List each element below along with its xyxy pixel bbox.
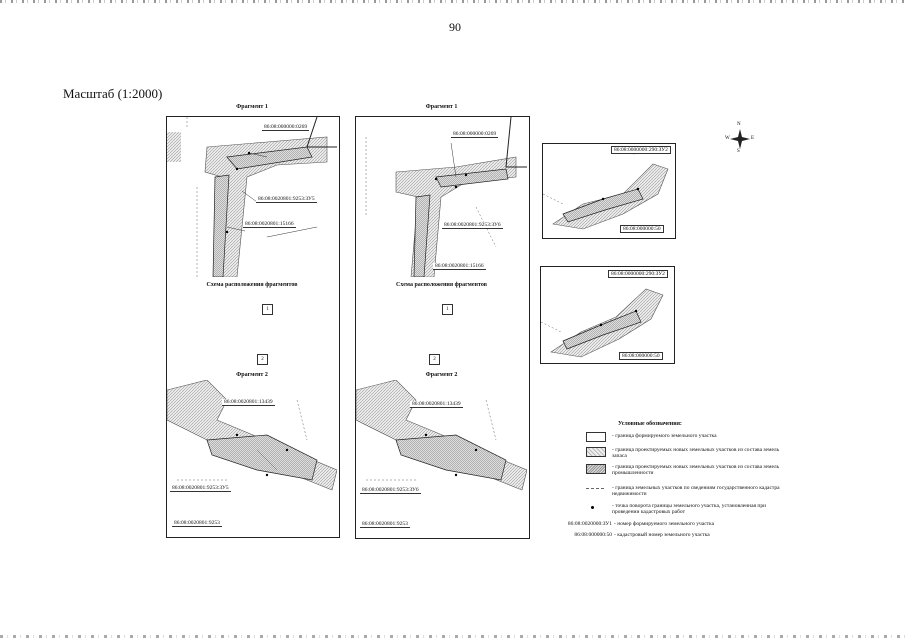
compass-rose-icon	[730, 129, 750, 149]
left-frag1-label-2: 86:08:0020801:9253:ЗУ5	[256, 196, 317, 203]
legend-item-6: - номер формируемого земельного участка	[614, 521, 715, 527]
compass-n: N	[737, 122, 741, 127]
right-bottom-label-2: 86:08:000000:50	[619, 352, 663, 360]
right-top-label-1: 86:08:0000000:290:ЗУ2	[611, 146, 671, 154]
mid-frag1-title: Фрагмент 1	[425, 104, 458, 110]
legend-swatch-3	[586, 464, 606, 474]
legend-swatch-2	[586, 447, 606, 457]
legend-title: Условные обозначения:	[618, 421, 682, 427]
compass-w: W	[725, 136, 730, 141]
compass-s: S	[737, 149, 740, 154]
legend-item-5: - точка поворота границы земельного учас…	[612, 503, 767, 515]
mid-frag2-map	[356, 380, 527, 491]
right-top-map	[542, 143, 676, 239]
scale-label: Масштаб (1:2000)	[63, 86, 163, 101]
page-number: 90	[449, 20, 461, 34]
left-frag1-label-3: 86:08:0020801:15166	[243, 221, 296, 228]
legend-point-icon	[591, 506, 594, 509]
mid-frag2-label-2: 86:08:0020801:9253:ЗУ6	[360, 487, 421, 494]
left-frag2-label-1: 86:08:0020801:13439	[222, 399, 275, 406]
legend-sample-cad: 86:08:000000:50	[574, 532, 612, 538]
left-frag2-map	[167, 380, 337, 491]
scan-edge-bottom	[0, 635, 905, 638]
right-bottom-label-1: 86:08:0000000:290:ЗУ2	[608, 270, 668, 278]
mid-frag1-label-2: 86:08:0020801:9253:ЗУ6	[442, 222, 503, 229]
left-scheme-box-2: 2	[257, 354, 268, 365]
legend-item-7: - кадастровый номер земельного участка	[614, 532, 710, 538]
right-top-label-2: 86:08:000000:50	[620, 225, 664, 233]
mid-frag2-title: Фрагмент 2	[425, 372, 458, 378]
compass-e: E	[751, 136, 755, 141]
legend-item-2: - граница проектируемых новых земельных …	[612, 447, 780, 459]
left-scheme-title: Схема расположения фрагментов	[206, 282, 298, 288]
left-frag2-label-2: 86:08:0020801:9253:ЗУ5	[170, 485, 231, 492]
legend-swatch-1	[586, 432, 606, 442]
left-scheme-box-1: 1	[262, 304, 273, 315]
legend-item-1: - граница формируемого земельного участк…	[612, 433, 717, 439]
mid-frag1-label-3: 86:08:0020801:15166	[433, 263, 486, 270]
left-frag1-label-1: 86:08:000000:0269	[262, 124, 310, 131]
legend-item-4: - граница земельных участков по сведения…	[612, 485, 780, 497]
right-bottom-map	[540, 266, 675, 364]
left-frag2-label-3: 86:08:0020801:9253	[172, 520, 222, 527]
mid-frag1-map	[365, 117, 527, 277]
legend-item-3: - граница проектируемых новых земельных …	[612, 464, 780, 476]
left-frag1-title: Фрагмент 1	[236, 104, 268, 110]
legend-swatch-4	[586, 488, 604, 489]
mid-scheme-box-1: 1	[442, 304, 453, 315]
scan-edge-top	[0, 0, 905, 3]
legend-sample-zu: 86:08:0020000:ЗУ1	[567, 521, 612, 527]
mid-frag2-label-1: 86:08:0020801:13439	[410, 401, 463, 408]
compass: N S W E	[725, 122, 755, 156]
mid-scheme-box-2: 2	[429, 354, 440, 365]
mid-frag2-label-3: 86:08:0020801:9253	[360, 521, 410, 528]
mid-frag1-label-1: 86:08:000000:0269	[451, 131, 499, 138]
mid-scheme-title: Схема расположения фрагментов	[396, 282, 487, 288]
left-frag1-map	[167, 117, 337, 277]
left-frag2-title: Фрагмент 2	[236, 372, 268, 378]
